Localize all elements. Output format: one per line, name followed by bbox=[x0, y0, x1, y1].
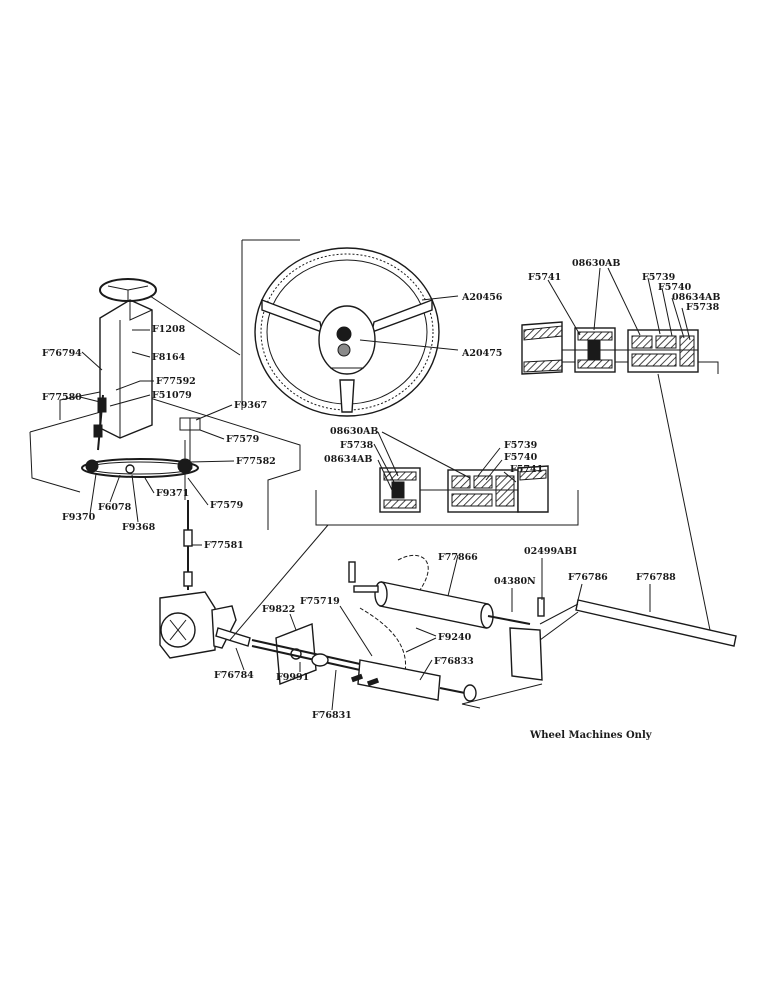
caption-wheel-machines: Wheel Machines Only bbox=[529, 730, 653, 741]
steering-column-assembly bbox=[29, 278, 301, 659]
label-f9371: F9371 bbox=[156, 488, 189, 499]
label-left-f5738: F5738 bbox=[340, 440, 374, 451]
label-f77580: F77580 bbox=[42, 392, 82, 403]
label-f7579-lower: F7579 bbox=[210, 500, 244, 511]
label-f76784: F76784 bbox=[214, 670, 254, 681]
label-left-f5739: F5739 bbox=[504, 440, 538, 451]
label-f9822: F9822 bbox=[262, 604, 295, 615]
label-f77592: F77592 bbox=[156, 376, 196, 387]
label-left-08630ab: 08630AB bbox=[330, 426, 378, 437]
label-f76786: F76786 bbox=[568, 572, 608, 583]
label-02499abi: 02499ABI bbox=[524, 546, 577, 557]
label-f76794: F76794 bbox=[42, 348, 82, 359]
label-f76833: F76833 bbox=[434, 656, 474, 667]
label-f9991: F9991 bbox=[276, 672, 309, 683]
label-f9240: F9240 bbox=[438, 632, 472, 643]
label-right-08630ab: 08630AB bbox=[572, 258, 620, 269]
label-f8164: F8164 bbox=[152, 352, 186, 363]
label-f76831: F76831 bbox=[312, 710, 352, 721]
label-right-f5740: F5740 bbox=[658, 282, 692, 293]
label-leaders bbox=[79, 329, 651, 711]
label-f6078: F6078 bbox=[98, 502, 132, 513]
label-04380n: 04380N bbox=[494, 576, 536, 587]
steering-wheel-detail bbox=[241, 239, 459, 417]
part-labels: F1208 F76794 F8164 F77592 F77580 F51079 … bbox=[42, 258, 720, 721]
label-f9367: F9367 bbox=[234, 400, 267, 411]
label-f77582: F77582 bbox=[236, 456, 276, 467]
label-f77581: F77581 bbox=[204, 540, 244, 551]
label-f9370: F9370 bbox=[62, 512, 96, 523]
label-f51079: F51079 bbox=[152, 390, 192, 401]
label-right-f5739: F5739 bbox=[642, 272, 676, 283]
label-left-f5741: F5741 bbox=[510, 464, 543, 475]
label-right-08634ab: 08634AB bbox=[672, 292, 720, 303]
label-f9368: F9368 bbox=[122, 522, 156, 533]
cylinder-section-left bbox=[229, 431, 579, 641]
cylinder-section-right bbox=[521, 267, 719, 641]
hydraulic-linkage-assembly bbox=[251, 555, 737, 709]
label-a20475: A20475 bbox=[461, 348, 502, 359]
label-f7579-upper: F7579 bbox=[226, 434, 260, 445]
label-right-f5738: F5738 bbox=[686, 302, 720, 313]
label-left-f5740: F5740 bbox=[504, 452, 538, 463]
label-f75719: F75719 bbox=[300, 596, 340, 607]
label-f77866: F77866 bbox=[438, 552, 478, 563]
label-left-08634ab: 08634AB bbox=[324, 454, 372, 465]
label-f1208: F1208 bbox=[152, 324, 186, 335]
label-a20456: A20456 bbox=[461, 292, 503, 303]
label-f76788: F76788 bbox=[636, 572, 676, 583]
label-right-f5741: F5741 bbox=[528, 272, 561, 283]
